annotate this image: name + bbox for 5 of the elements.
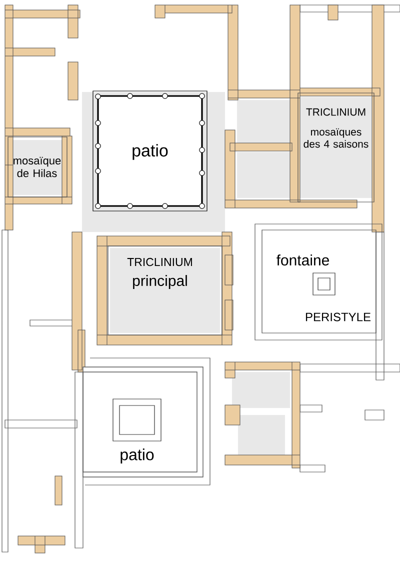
room: mosaïque de Hilas [8,136,68,198]
peristyle: fontaine PERISTYLE [262,230,376,334]
patio: patio [82,366,204,478]
room: TRICLINIUM mosaïques des 4 saisons [298,92,374,202]
room: TRICLINIUM principal [108,246,222,336]
